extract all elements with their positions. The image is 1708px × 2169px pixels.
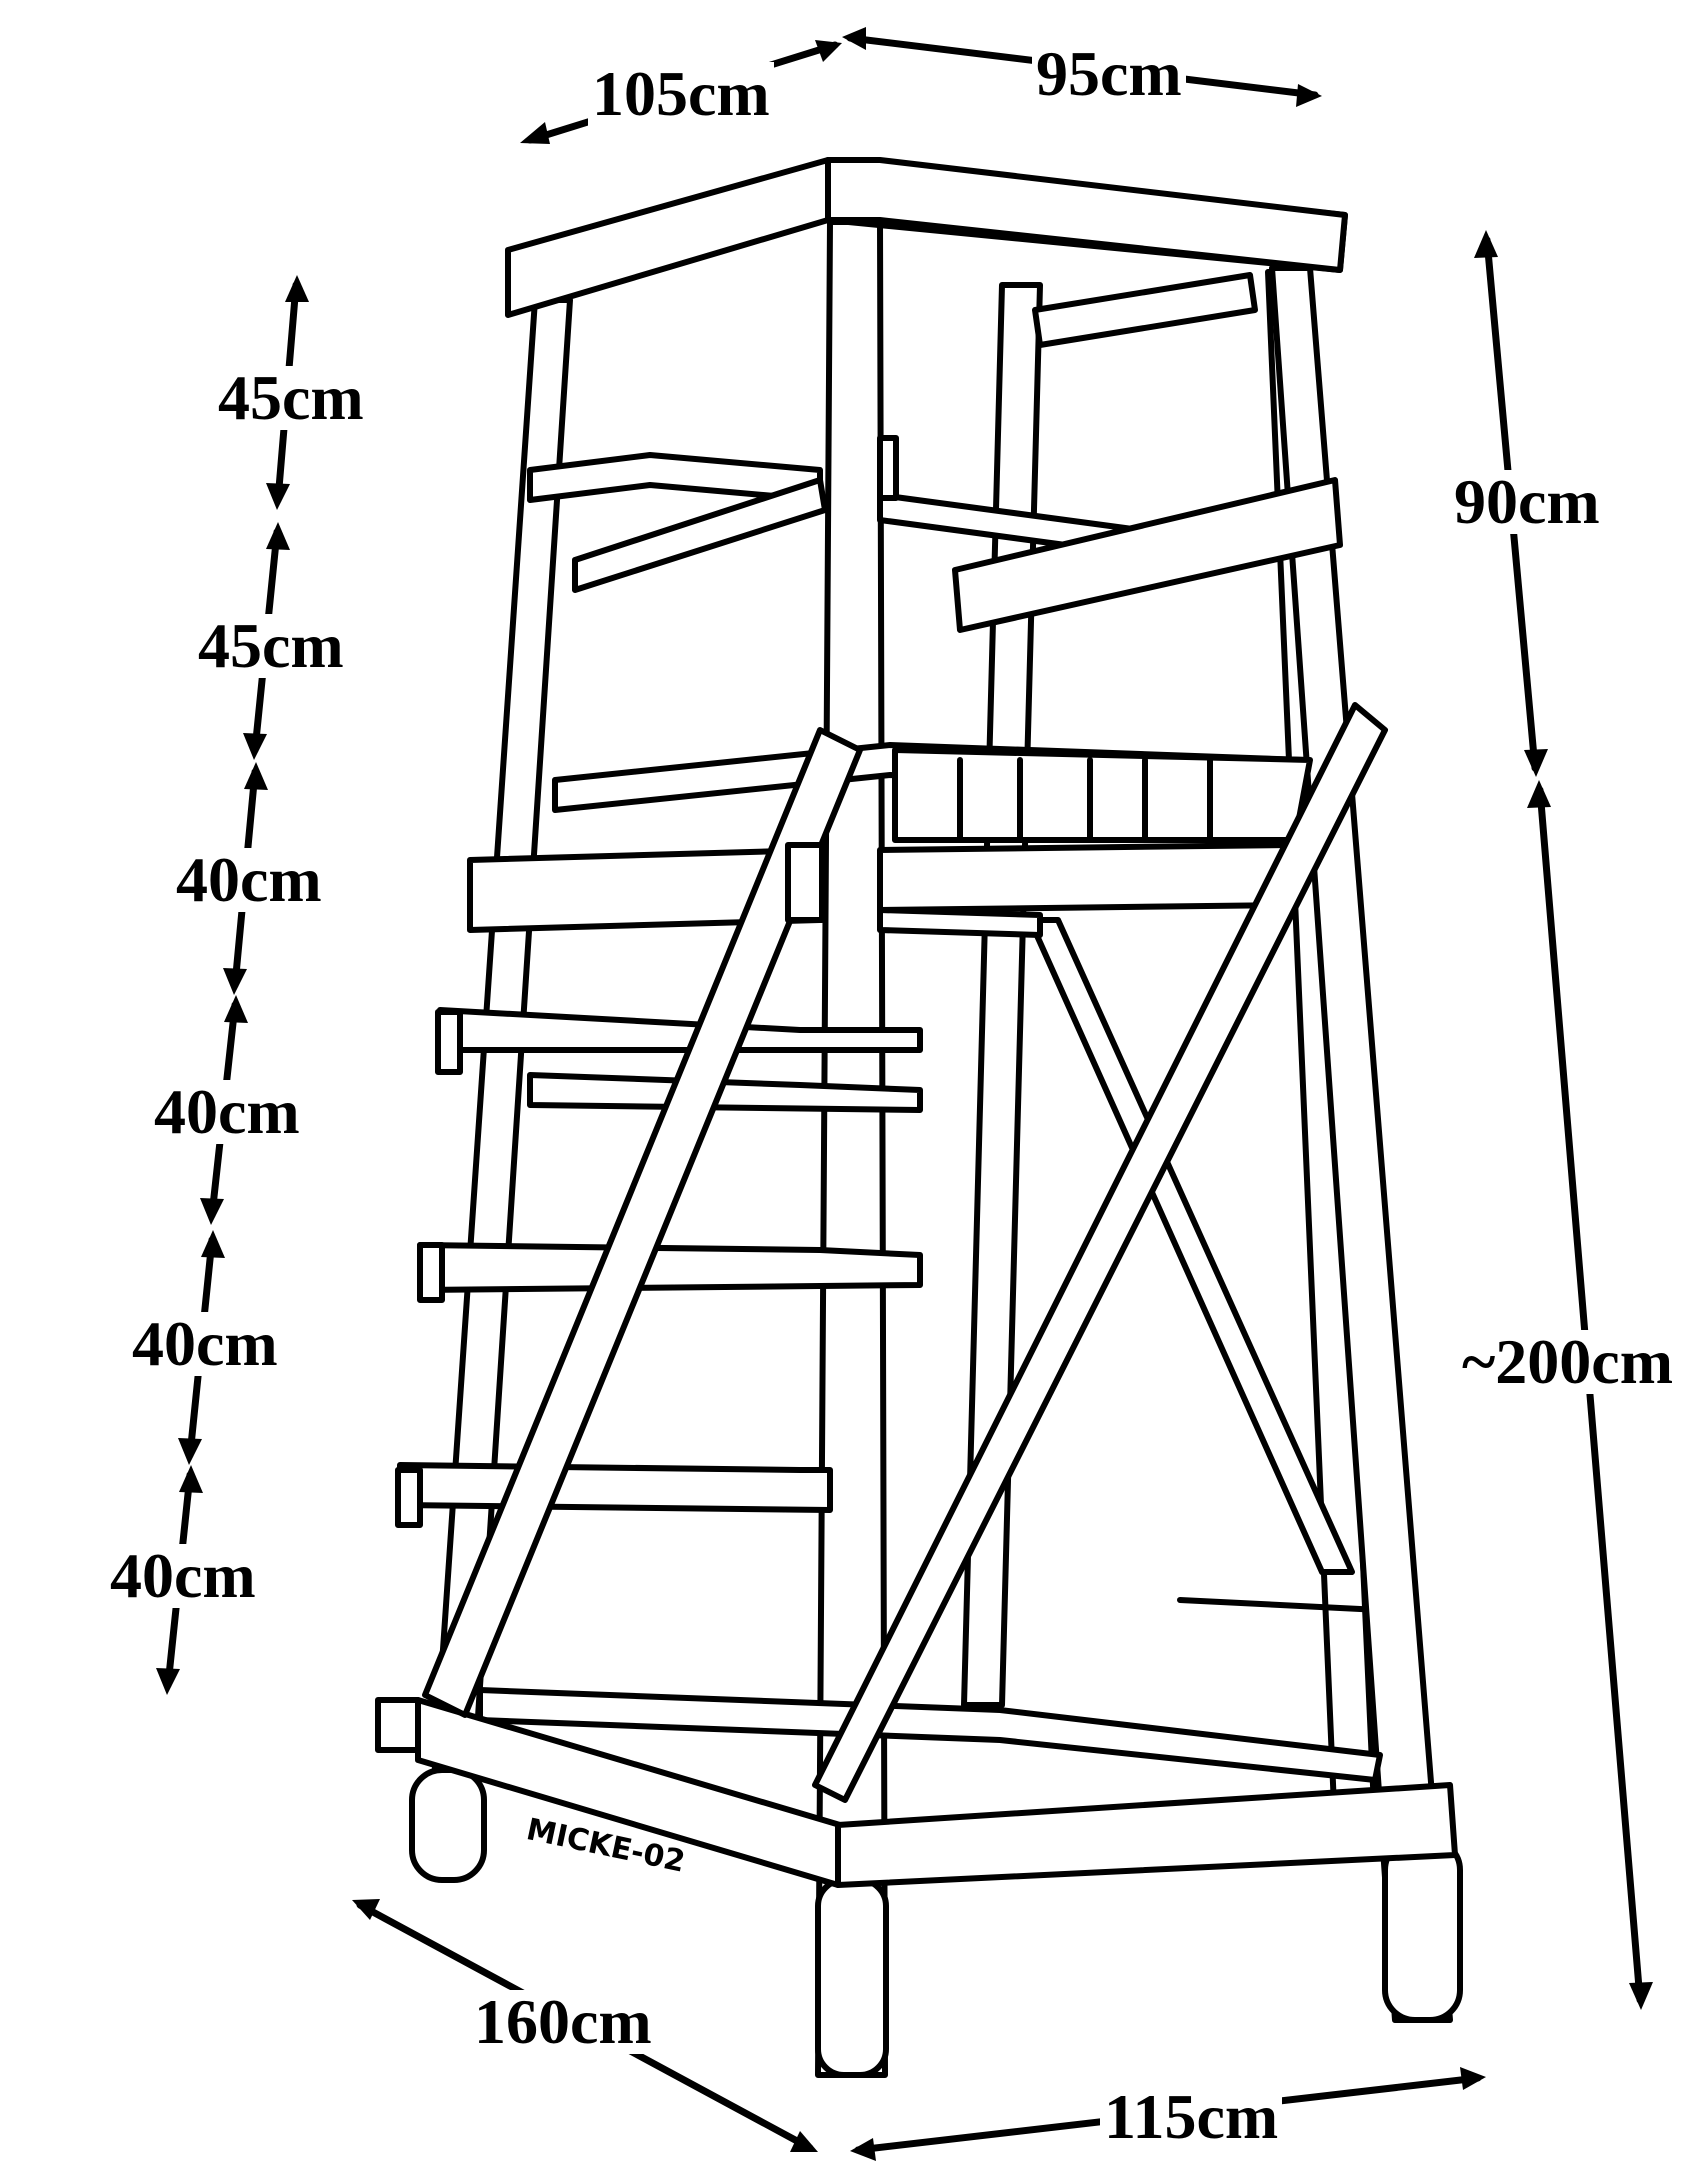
brace-right-diagonal xyxy=(812,702,1388,1803)
platform xyxy=(467,742,1313,938)
label-step-4: 40cm xyxy=(150,1080,304,1144)
label-step-1: 45cm xyxy=(214,366,368,430)
platform-beam-under xyxy=(877,907,1043,938)
rung-2 xyxy=(527,1072,923,1113)
rung-3 xyxy=(417,1242,923,1293)
brace-back-x xyxy=(1027,917,1355,1575)
label-top-width: 95cm xyxy=(1032,42,1186,106)
label-step-2: 45cm xyxy=(194,614,348,678)
base-beam-front xyxy=(835,1782,1458,1888)
post-foot-right xyxy=(1382,1837,1463,2023)
rail-back-upper xyxy=(1032,272,1258,348)
label-step-6: 40cm xyxy=(106,1544,260,1608)
rail-right-front xyxy=(952,477,1343,633)
platform-beam-front xyxy=(877,842,1293,913)
back-cross-bracing xyxy=(1027,917,1383,1613)
rung-stub-3 xyxy=(395,1467,423,1528)
brace-left-diagonal xyxy=(422,727,863,1718)
roof xyxy=(505,157,1348,318)
rung-stub-1 xyxy=(435,1009,463,1075)
label-step-5: 40cm xyxy=(128,1312,282,1376)
brace-clip xyxy=(785,842,825,923)
ladder-rungs xyxy=(375,1007,923,1753)
label-base-depth: 160cm xyxy=(470,1990,656,2054)
front-braces xyxy=(422,702,1388,1803)
post-back-left xyxy=(961,282,1043,1708)
roof-front-face xyxy=(825,157,1348,273)
arrow-total-height xyxy=(1536,786,1644,2004)
label-base-width: 115cm xyxy=(1100,2085,1283,2149)
post-front-center xyxy=(815,219,888,2078)
label-step-3: 40cm xyxy=(172,848,326,912)
post-foot-left xyxy=(409,1767,487,1883)
rail-stub xyxy=(877,435,899,501)
base-frame xyxy=(415,1687,1458,1888)
label-roof-height: 90cm xyxy=(1450,470,1604,534)
label-total-height: ~200cm xyxy=(1458,1330,1677,1394)
upper-rails xyxy=(527,272,1343,633)
rung-4 xyxy=(397,1462,833,1513)
rail-left-lower xyxy=(572,477,828,593)
label-top-depth: 105cm xyxy=(588,62,774,126)
rung-stub-4 xyxy=(375,1697,421,1753)
rung-stub-2 xyxy=(417,1242,445,1303)
post-foot-center xyxy=(815,1877,889,2078)
